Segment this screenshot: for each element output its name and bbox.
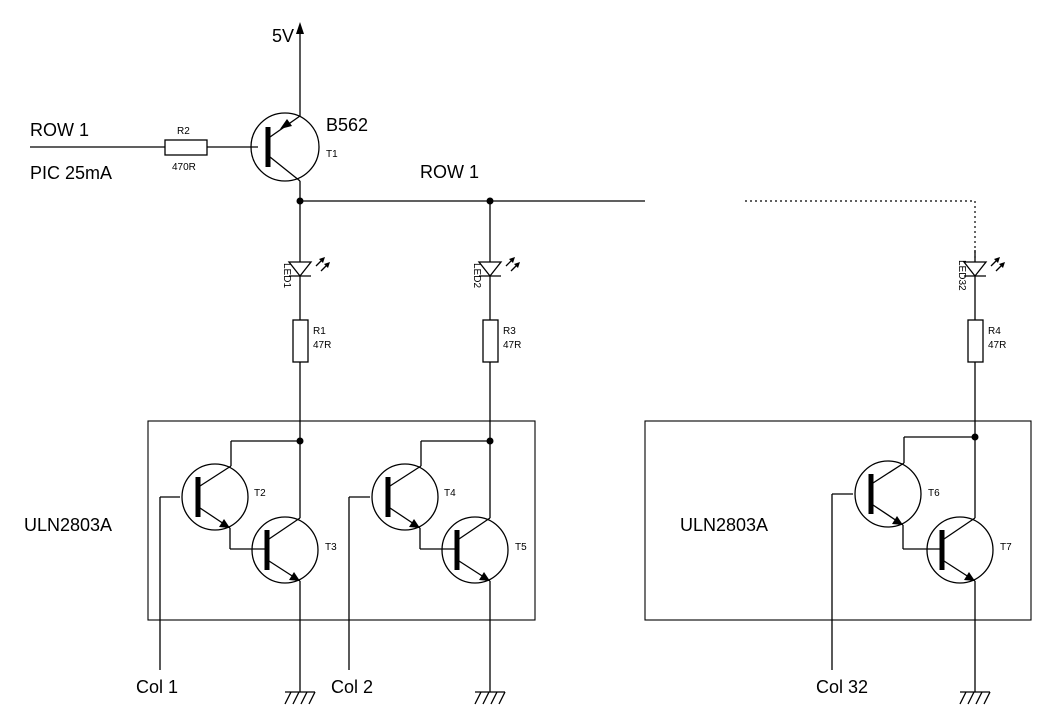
- ground-symbol-2: [474, 691, 506, 705]
- t4-ref: T4: [444, 488, 456, 499]
- supply-label: 5V: [272, 26, 294, 46]
- resistor-r3: R3 47R: [482, 319, 521, 441]
- col2-label: Col 2: [331, 677, 373, 697]
- pic-current-label: PIC 25mA: [30, 163, 112, 183]
- uln-right-label: ULN2803A: [680, 515, 768, 535]
- t2-ref: T2: [254, 488, 266, 499]
- t5-ref: T5: [515, 542, 527, 553]
- row-bus-label: ROW 1: [420, 162, 479, 182]
- t3-ref: T3: [325, 542, 337, 553]
- row-input: ROW 1 PIC 25mA: [30, 120, 165, 183]
- r4-value: 47R: [988, 340, 1006, 351]
- uln2803a-right: ULN2803A T6 T7: [644, 420, 1032, 692]
- led32-ref: LED32: [956, 260, 967, 291]
- resistor-r4: R4 47R: [967, 319, 1006, 437]
- r1-value: 47R: [313, 340, 331, 351]
- resistor-r2: R2 470R: [164, 126, 258, 173]
- led-32: LED32: [956, 250, 1005, 320]
- t1-ref: T1: [326, 149, 338, 160]
- col32-label: Col 32: [816, 677, 868, 697]
- led-2: LED2: [471, 201, 520, 320]
- t1-value: B562: [326, 115, 368, 135]
- transistor-t4: T4: [371, 441, 456, 531]
- transistor-t7: T7: [926, 516, 1012, 584]
- r1-ref: R1: [313, 326, 326, 337]
- led-1: LED1: [281, 201, 330, 320]
- t6-ref: T6: [928, 488, 940, 499]
- transistor-t2: T2: [181, 441, 266, 531]
- resistor-r1: R1 47R: [292, 319, 331, 441]
- ground-symbol-1: [284, 691, 316, 705]
- supply-5v: 5V: [272, 22, 304, 116]
- ground-symbol-32: [959, 691, 991, 705]
- r3-value: 47R: [503, 340, 521, 351]
- transistor-t5: T5: [441, 516, 527, 584]
- led1-ref: LED1: [281, 263, 292, 288]
- transistor-t3: T3: [251, 516, 337, 584]
- t7-ref: T7: [1000, 542, 1012, 553]
- row-input-label: ROW 1: [30, 120, 89, 140]
- r4-ref: R4: [988, 326, 1001, 337]
- transistor-t1: B562 T1: [250, 112, 368, 201]
- r2-ref: R2: [177, 126, 190, 137]
- col1-label: Col 1: [136, 677, 178, 697]
- r3-ref: R3: [503, 326, 516, 337]
- row-bus: ROW 1: [296, 162, 976, 260]
- uln-left-label: ULN2803A: [24, 515, 112, 535]
- led2-ref: LED2: [471, 263, 482, 288]
- r2-value: 470R: [172, 162, 196, 173]
- transistor-t6: T6: [854, 437, 940, 528]
- uln2803a-left: ULN2803A T2 T3: [24, 420, 536, 692]
